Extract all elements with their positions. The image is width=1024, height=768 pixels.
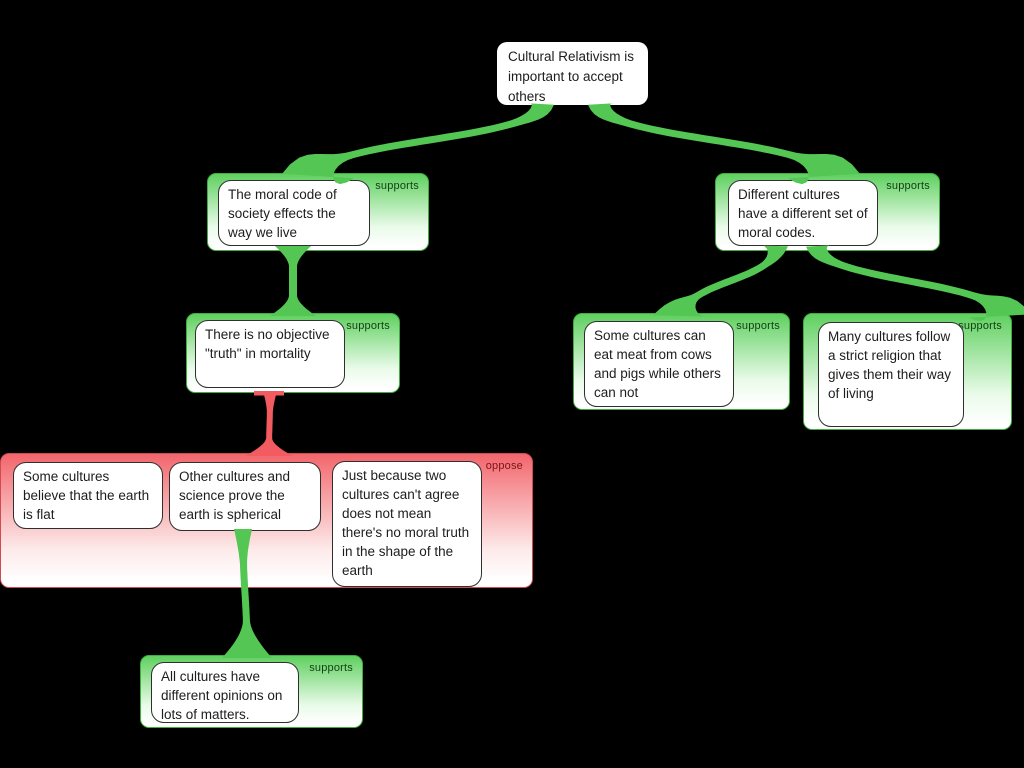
argument-group-strict-religion: supports Many cultures follow a strict r… — [803, 313, 1012, 430]
claim-box-eat-meat[interactable]: Some cultures can eat meat from cows and… — [584, 321, 734, 407]
relation-label: supports — [886, 180, 930, 192]
argument-group-earth-shape-objection: oppose Some cultures believe that the ea… — [0, 453, 533, 588]
relation-label: supports — [736, 320, 780, 332]
claim-box-no-objective-truth[interactable]: There is no objective "truth" in mortali… — [195, 320, 345, 388]
claim-box-moral-code[interactable]: The moral code of society effects the wa… — [218, 180, 370, 246]
argument-group-no-objective-truth: supports There is no objective "truth" i… — [186, 313, 400, 393]
relation-label: supports — [309, 662, 353, 674]
claim-box-no-moral-truth[interactable]: Just because two cultures can't agree do… — [332, 461, 482, 587]
argument-group-different-moral-codes: supports Different cultures have a diffe… — [715, 173, 940, 251]
supports-connector — [588, 103, 860, 185]
claim-box-earth-flat[interactable]: Some cultures believe that the earth is … — [13, 462, 163, 529]
oppose-connector — [245, 395, 293, 456]
claim-box-different-opinions[interactable]: All cultures have different opinions on … — [151, 662, 299, 723]
claim-box-strict-religion[interactable]: Many cultures follow a strict religion t… — [818, 322, 964, 427]
root-claim-box[interactable]: Cultural Relativism is important to acce… — [497, 42, 648, 105]
relation-label: oppose — [485, 460, 523, 472]
claim-box-different-moral-codes[interactable]: Different cultures have a different set … — [728, 180, 878, 246]
supports-connector — [270, 246, 316, 316]
relation-label: supports — [346, 320, 390, 332]
argument-group-eat-meat: supports Some cultures can eat meat from… — [573, 313, 790, 410]
supports-connector — [653, 245, 788, 317]
supports-connector — [806, 245, 1024, 322]
claim-box-earth-spherical[interactable]: Other cultures and science prove the ear… — [169, 462, 321, 531]
relation-label: supports — [958, 320, 1002, 332]
relation-label: supports — [375, 180, 419, 192]
argument-group-moral-code: supports The moral code of society effec… — [207, 173, 429, 251]
supports-connector — [282, 103, 554, 185]
argument-group-different-opinions: supports All cultures have different opi… — [140, 655, 363, 728]
